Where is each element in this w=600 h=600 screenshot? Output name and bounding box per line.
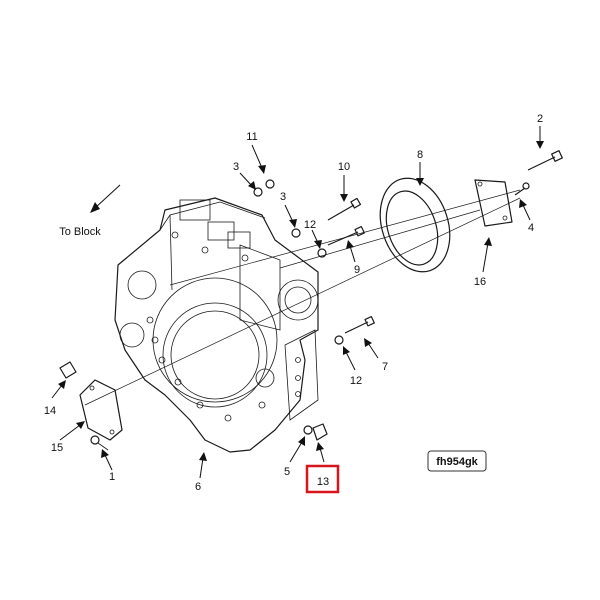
- callout-12a: 12: [304, 219, 316, 231]
- callout-1: 1: [109, 471, 115, 483]
- callout-16: 16: [474, 276, 486, 288]
- to-block-note: To Block: [59, 226, 101, 238]
- callout-5: 5: [284, 466, 290, 478]
- capscrew-10: [327, 197, 362, 221]
- seal-ring: [379, 177, 451, 273]
- rear-cover-plate: [474, 179, 513, 227]
- screw-part-4: [514, 182, 530, 196]
- plug-13: [312, 423, 328, 441]
- highlight-box: [305, 464, 340, 494]
- dowel-11: [265, 179, 275, 189]
- callout-12b: 12: [350, 375, 362, 387]
- figure-id: fh954gk: [436, 456, 478, 468]
- washers-3: [253, 187, 301, 238]
- callout-14: 14: [44, 405, 56, 417]
- callout-10: 10: [338, 161, 350, 173]
- callout-8: 8: [417, 149, 423, 161]
- figure-id-badge: fh954gk: [427, 450, 487, 472]
- leader-arrows: [51, 126, 544, 479]
- callout-4: 4: [528, 222, 534, 234]
- capscrew-7: [344, 315, 375, 334]
- capscrew-2: [527, 150, 563, 171]
- clip-part: [59, 361, 77, 379]
- assembly-axis-lines: [84, 189, 521, 406]
- callout-7: 7: [382, 361, 388, 373]
- callout-2: 2: [537, 113, 543, 125]
- screw-part-1: [90, 435, 109, 451]
- flywheel-housing: [114, 197, 319, 453]
- capscrew-9: [327, 225, 365, 246]
- cover-plate: [79, 379, 123, 441]
- callout-11: 11: [246, 131, 257, 143]
- washers-12: [317, 248, 344, 345]
- callout-3b: 3: [280, 191, 286, 203]
- callout-15: 15: [51, 442, 63, 454]
- washer-5: [303, 425, 313, 435]
- callout-13[interactable]: 13: [317, 476, 329, 488]
- callout-9: 9: [354, 264, 360, 276]
- callout-6: 6: [195, 481, 201, 493]
- callout-3a: 3: [233, 161, 239, 173]
